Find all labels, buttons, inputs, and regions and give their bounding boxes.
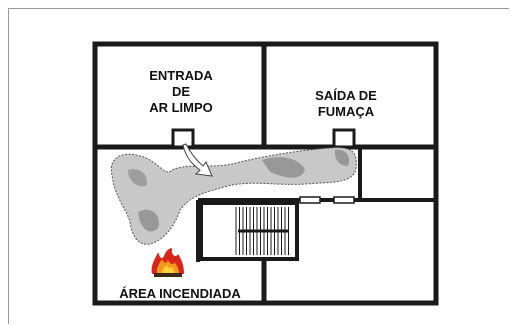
label-saida-line2: FUMAÇA <box>318 104 375 119</box>
smoke-plume <box>110 147 357 245</box>
label-entrada-line1: ENTRADA <box>149 68 213 83</box>
label-entrada-line3: AR LIMPO <box>149 100 213 115</box>
label-area-incendiada: ÁREA INCENDIADA <box>119 286 241 301</box>
fire-icon <box>151 248 184 277</box>
vent-opening-1 <box>299 196 321 204</box>
vent-opening-2 <box>333 196 355 204</box>
smoke-exhaust-shaft <box>332 128 356 149</box>
fresh-air-shaft <box>171 128 195 149</box>
label-saida-line1: SAÍDA DE <box>315 88 377 103</box>
label-entrada-line2: DE <box>172 84 190 99</box>
airflow-arrow-icon <box>182 143 213 177</box>
